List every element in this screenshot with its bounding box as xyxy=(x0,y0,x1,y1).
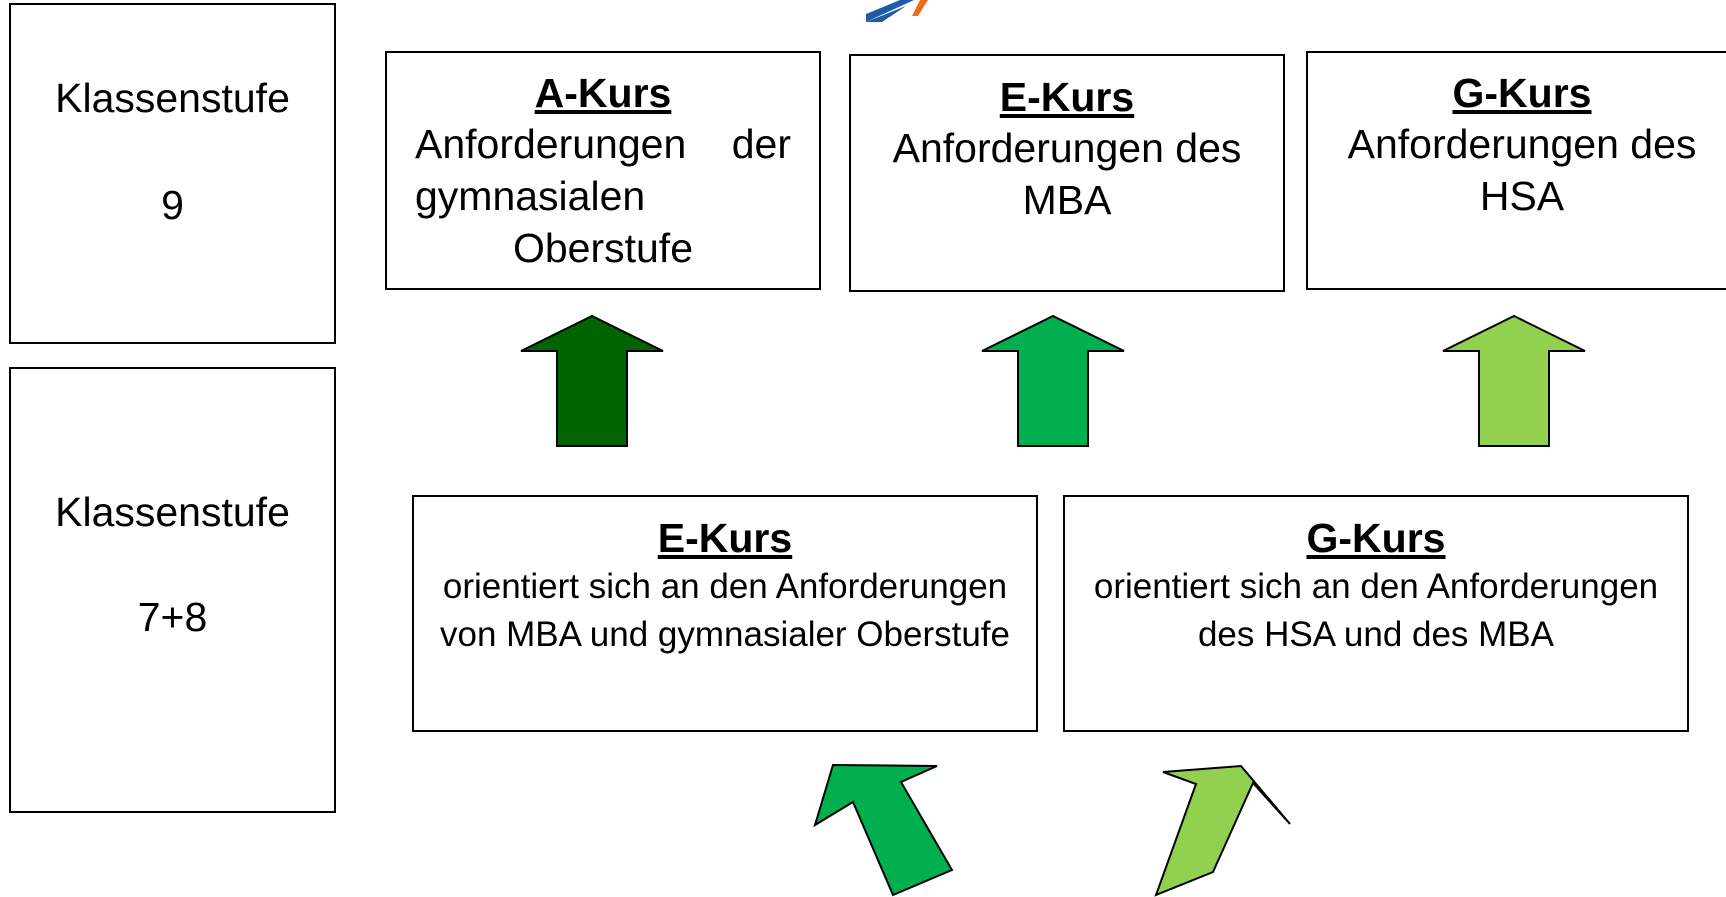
course-title: G-Kurs xyxy=(1306,515,1446,561)
logo-orange-swoosh xyxy=(912,0,928,16)
course-g-kurs-grade-7-8: G-Kurs orientiert sich an den Anforderun… xyxy=(1063,495,1689,732)
course-description: orientiert sich an den Anforderungen des… xyxy=(1093,567,1659,654)
course-title: A-Kurs xyxy=(534,70,672,116)
course-e-kurs-grade-7-8: E-Kurs orientiert sich an den Anforderun… xyxy=(412,495,1038,732)
course-description: orientiert sich an den Anforderungen von… xyxy=(439,567,1010,654)
arrow-up-light-green-icon xyxy=(1442,314,1586,447)
course-g-kurs-grade-9: G-Kurs Anforderungen des HSA xyxy=(1306,51,1726,290)
arrow-up-dark-green-icon xyxy=(520,314,664,447)
grade-level-9-label: Klassenstufe xyxy=(55,75,290,121)
grade-level-7-8-label: Klassenstufe xyxy=(55,489,290,535)
course-description: Anforderungen des MBA xyxy=(892,125,1242,223)
course-description: Anforderungen des HSA xyxy=(1347,121,1697,219)
arrow-diagonal-medium-green-icon xyxy=(813,763,954,897)
school-logo xyxy=(866,0,928,22)
arrow-diagonal-light-green-icon xyxy=(1154,764,1291,897)
course-e-kurs-grade-9: E-Kurs Anforderungen des MBA xyxy=(849,54,1285,292)
course-title: E-Kurs xyxy=(657,515,793,561)
logo-blue-swoosh xyxy=(866,0,914,22)
course-a-kurs-grade-9: A-Kurs Anforderungen der gymnasialen Obe… xyxy=(385,51,821,290)
grade-level-7-8-value: 7+8 xyxy=(137,594,208,640)
course-title: G-Kurs xyxy=(1452,70,1592,116)
arrow-up-medium-green-icon xyxy=(981,314,1125,447)
course-description: Anforderungen der gymnasialen Oberstufe xyxy=(415,121,791,271)
grade-level-9-box: Klassenstufe 9 xyxy=(9,3,336,344)
logo-blue-base xyxy=(866,6,906,22)
grade-level-7-8-box: Klassenstufe 7+8 xyxy=(9,367,336,813)
course-title: E-Kurs xyxy=(999,74,1135,120)
grade-level-9-value: 9 xyxy=(161,182,184,228)
